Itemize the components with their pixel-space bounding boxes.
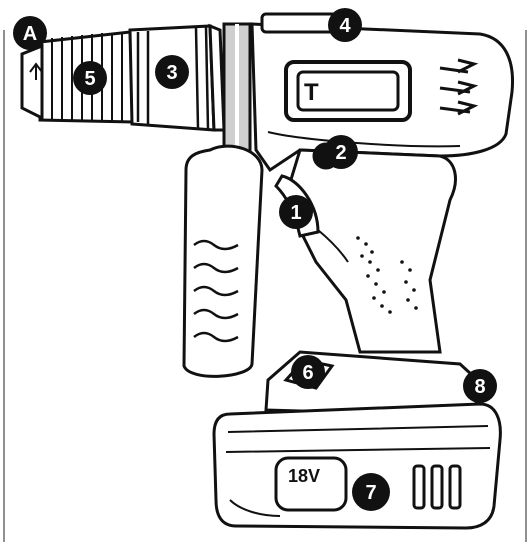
svg-text:3: 3: [166, 62, 177, 84]
callout-5: 5: [73, 61, 107, 95]
battery-voltage-label: 18V: [288, 466, 320, 486]
frame: [3, 30, 527, 542]
callout-3: 3: [155, 55, 189, 89]
callout-4: 4: [328, 8, 362, 42]
callout-6: 6: [291, 355, 325, 389]
svg-text:4: 4: [339, 15, 351, 37]
svg-text:5: 5: [84, 68, 95, 90]
callout-8: 8: [463, 369, 497, 403]
pistol-grip: [274, 142, 457, 354]
callout-2: 2: [324, 135, 358, 169]
svg-text:8: 8: [474, 376, 485, 398]
side-handle: [182, 22, 264, 378]
svg-text:T: T: [304, 79, 319, 106]
callout-7: 7: [352, 473, 390, 511]
motor-housing: T: [250, 12, 515, 173]
callout-1: 1: [279, 195, 313, 229]
svg-text:1: 1: [290, 202, 301, 224]
callout-A: A: [13, 16, 47, 50]
svg-text:7: 7: [365, 482, 376, 504]
svg-text:A: A: [23, 23, 37, 45]
svg-text:6: 6: [302, 362, 313, 384]
svg-text:2: 2: [335, 142, 346, 164]
